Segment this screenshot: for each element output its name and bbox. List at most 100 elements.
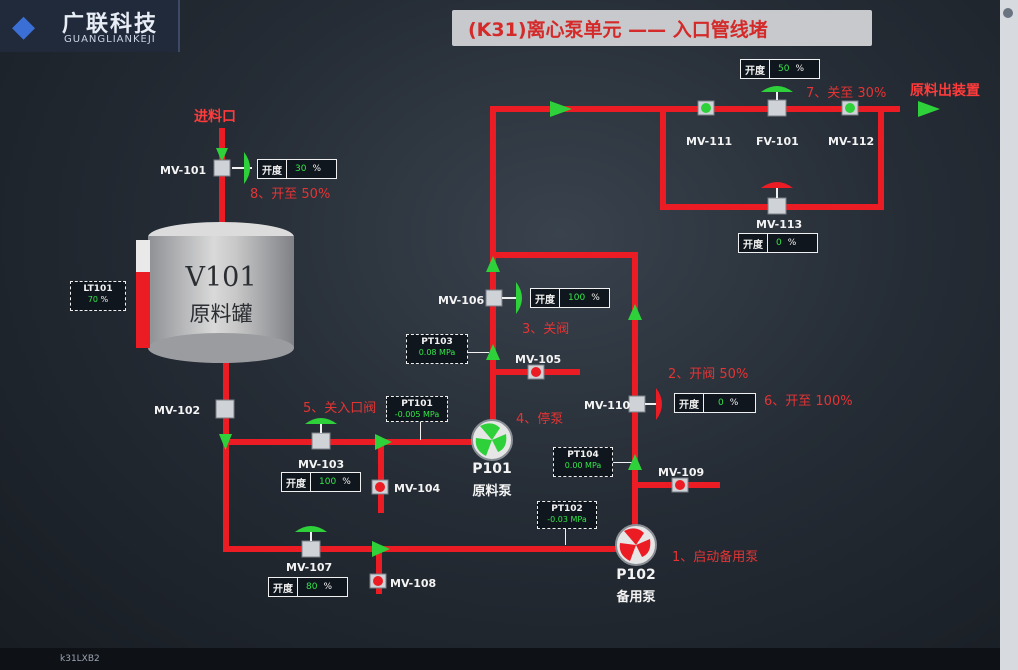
annotation-step-1: 1、启动备用泵 <box>672 550 759 565</box>
mv101-opening-box[interactable]: 开度 30 % <box>257 159 337 179</box>
p101-suction-pipe <box>229 439 491 445</box>
valve-mv113[interactable] <box>761 182 793 215</box>
taskbar-item[interactable]: k31LXB2 <box>60 654 100 664</box>
valve-open-icon <box>295 526 327 532</box>
mv105-label: MV-105 <box>515 353 562 366</box>
valve-mv102[interactable] <box>215 399 235 419</box>
fv101-opening-box[interactable]: 开度 50 % <box>740 59 820 79</box>
mv108-drain-pipe <box>376 552 382 594</box>
opening-unit: % <box>312 164 322 174</box>
valve-fv101[interactable] <box>761 86 793 117</box>
valve-mv103[interactable] <box>305 418 337 450</box>
pt102-signal-line <box>565 527 566 545</box>
pt104-value: 0.00 MPa <box>564 461 602 470</box>
pt101-signal-line <box>420 418 421 440</box>
p102-suction-pipe <box>229 546 621 552</box>
valve-mv112[interactable] <box>841 100 859 116</box>
mv110-opening-box[interactable]: 开度 0 % <box>674 393 756 413</box>
opening-key: 开度 <box>739 234 768 252</box>
valve-mv109[interactable] <box>671 477 689 493</box>
valve-closed-icon <box>761 182 793 188</box>
pt104-indicator[interactable]: PT104 0.00 MPa <box>553 447 613 477</box>
lt101-indicator[interactable]: LT101 70 % <box>70 281 126 311</box>
pump-p102-desc: 备用泵 <box>616 590 656 605</box>
valve-mv108[interactable] <box>369 573 387 589</box>
tank-outlet-pipe <box>223 360 229 552</box>
opening-key: 开度 <box>531 289 560 307</box>
pt102-tag: PT102 <box>551 504 583 514</box>
valve-mv107[interactable] <box>295 526 327 558</box>
fv101-opening-value: 50 <box>778 64 790 74</box>
valve-mv105[interactable] <box>527 364 545 380</box>
annotation-step-7: 7、关至 30% <box>806 86 887 101</box>
company-name: 广联科技 <box>62 12 159 37</box>
pump-p101-tag: P101 <box>472 461 512 477</box>
tank-level-bar <box>136 240 150 348</box>
pump-p102-tag: P102 <box>616 567 656 583</box>
pt104-tag: PT104 <box>567 450 599 460</box>
valve-mv111[interactable] <box>697 100 715 116</box>
product-outlet-label: 原料出装置 <box>910 83 980 99</box>
hand-valve-icon <box>701 103 711 113</box>
hand-valve-icon <box>375 482 385 492</box>
annotation-step-2: 2、开阀 50% <box>668 367 749 382</box>
fv101-label: FV-101 <box>756 135 799 148</box>
p102-discharge-pipe <box>632 252 638 530</box>
pt101-indicator[interactable]: PT101 -0.005 MPa <box>386 396 448 422</box>
mv107-opening-value: 80 <box>306 582 318 592</box>
opening-key: 开度 <box>675 394 704 412</box>
mv101-label: MV-101 <box>160 164 207 177</box>
pt101-value: -0.005 MPa <box>394 410 440 419</box>
tank-v101-bottom <box>148 333 294 363</box>
mv103-label: MV-103 <box>298 458 345 471</box>
pt101-tag: PT101 <box>401 399 433 409</box>
pump-p101[interactable] <box>471 419 513 461</box>
lt101-tag: LT101 <box>83 284 113 294</box>
feed-inlet-label: 进料口 <box>194 109 236 125</box>
opening-key: 开度 <box>269 578 298 596</box>
pump-p101-desc: 原料泵 <box>472 484 512 499</box>
title-bar <box>452 10 872 46</box>
annotation-step-4: 4、停泵 <box>516 412 564 427</box>
flow-arrow-icon <box>628 304 642 320</box>
pt102-indicator[interactable]: PT102 -0.03 MPa <box>537 501 597 529</box>
valve-mv101[interactable] <box>213 152 252 184</box>
mv101-opening-value: 30 <box>295 164 307 174</box>
flow-arrow-icon <box>628 454 642 470</box>
pt103-signal-line <box>467 352 489 353</box>
mv106-opening-box[interactable]: 开度 100 % <box>530 288 610 308</box>
tank-name: V101 <box>185 262 257 293</box>
valve-mv104[interactable] <box>371 479 389 495</box>
pump-p102[interactable] <box>615 524 657 566</box>
valve-open-icon <box>305 418 337 424</box>
annotation-step-6: 6、开至 100% <box>764 394 853 409</box>
opening-key: 开度 <box>741 60 770 78</box>
bypass-right-pipe <box>878 106 884 210</box>
valve-mv110[interactable] <box>628 388 662 420</box>
company-logo <box>0 0 180 52</box>
opening-unit: % <box>729 398 739 408</box>
valve-open-icon <box>244 152 250 184</box>
pt103-indicator[interactable]: PT103 0.08 MPa <box>406 334 468 364</box>
mv107-opening-box[interactable]: 开度 80 % <box>268 577 348 597</box>
crossover-top-pipe <box>490 252 638 258</box>
hand-valve-icon <box>531 367 541 377</box>
bypass-left-pipe <box>660 106 666 210</box>
mv113-opening-box[interactable]: 开度 0 % <box>738 233 818 253</box>
tank-v101[interactable] <box>148 236 294 348</box>
valve-mv106[interactable] <box>485 282 522 314</box>
tank-desc: 原料罐 <box>189 302 253 326</box>
mv111-label: MV-111 <box>686 135 733 148</box>
hand-valve-icon <box>845 103 855 113</box>
opening-unit: % <box>323 582 333 592</box>
taskbar <box>0 648 1018 670</box>
pump-running-icon <box>475 423 507 456</box>
camera-icon <box>1003 8 1013 18</box>
flow-arrow-icon <box>486 256 500 272</box>
lt101-unit: % <box>100 295 109 304</box>
pt103-value: 0.08 MPa <box>418 348 456 357</box>
page-title: (K31)离心泵单元 —— 入口管线堵 <box>468 19 768 41</box>
mv103-opening-box[interactable]: 开度 100 % <box>281 472 361 492</box>
mv109-label: MV-109 <box>658 466 705 479</box>
mv106-label: MV-106 <box>438 294 485 307</box>
